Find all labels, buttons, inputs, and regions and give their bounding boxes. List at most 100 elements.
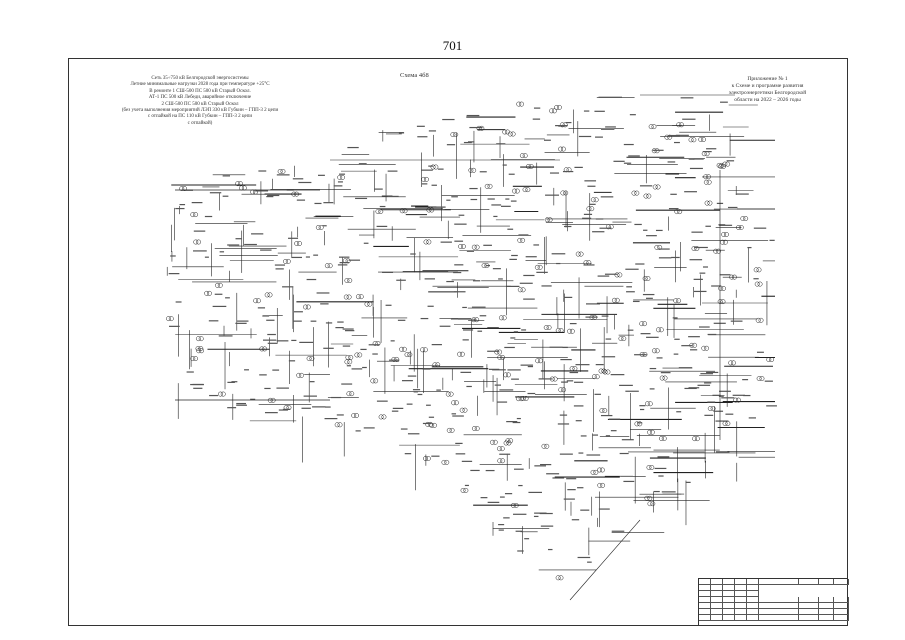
label-mark [236,404,247,406]
label-mark [693,290,707,293]
transformer-symbol [305,304,311,310]
label-mark [175,207,185,210]
label-mark [421,169,433,171]
label-mark [497,401,508,403]
label-mark [389,359,400,361]
transformer-symbol [378,414,384,420]
stamp-cell [834,603,849,609]
transformer-symbol [347,359,353,365]
label-mark [306,278,317,281]
label-mark [523,298,535,300]
stamp-cell [819,603,834,609]
stamp-cell [747,603,759,609]
label-mark [244,243,257,246]
label-mark [480,497,488,499]
label-mark [706,371,719,374]
transformer-symbol [656,327,661,333]
label-mark [599,227,612,229]
transformer-symbol [501,315,507,321]
label-mark [658,257,672,259]
note-line: АТ-1 ПС 500 кВ Лебеди, аварийное отключе… [148,95,252,101]
transformer-symbol [190,356,196,362]
label-mark [259,374,267,376]
label-mark [532,118,541,120]
stamp-cell [759,609,799,615]
label-mark [639,185,653,187]
label-mark [675,134,689,136]
label-mark [262,315,270,317]
label-mark [681,345,693,347]
stamp-cell [747,609,759,615]
transformer-symbol [198,336,204,342]
transformer-symbol [215,282,220,288]
label-mark [337,181,343,183]
stamp-cell [711,615,723,621]
appendix-line: Приложение № 1 [747,76,788,82]
transformer-symbol [429,207,435,213]
label-mark [702,266,709,268]
transformer-symbol [324,263,330,269]
label-mark [428,130,437,132]
stamp-cell [747,585,759,591]
label-mark [668,208,679,210]
label-mark [339,262,350,264]
label-mark [368,344,380,346]
stamp-cell [819,615,834,621]
label-mark [436,389,441,391]
transformer-symbol [497,458,503,464]
label-mark [517,550,524,552]
transformer-symbol [719,162,725,168]
label-mark [337,264,348,266]
label-mark [656,357,663,359]
transformer-symbol [586,260,592,266]
stamp-cell [711,585,723,591]
transformer-symbol [707,406,713,411]
stamp-cell [799,609,819,615]
transformer-symbol [688,137,694,143]
label-mark [608,418,621,420]
label-mark [597,275,610,277]
label-mark [604,273,618,275]
appendix-line: области на 2022 – 2026 годы [734,97,801,103]
label-mark [479,171,487,173]
transformer-symbol [754,281,760,287]
transformer-symbol [193,212,199,218]
label-mark [342,345,351,347]
transformer-symbol [315,225,321,230]
transformer-symbol [642,276,648,281]
label-mark [493,215,498,218]
label-mark [559,414,568,416]
label-mark [561,381,568,383]
label-mark [673,353,679,355]
label-mark [498,278,503,280]
transformer-symbol [597,467,603,473]
transformer-symbol [401,346,407,352]
transformer-symbol [661,436,667,441]
label-mark [428,165,434,167]
transformer-symbol [659,375,665,381]
label-mark [485,264,490,267]
label-mark [725,413,734,415]
label-mark [569,322,577,325]
note-line: с отпайкой на ПС 110 кВ Губкин – ГПП-3 2… [147,114,253,120]
transformer-symbol [605,224,611,230]
label-mark [574,166,583,168]
label-mark [422,422,432,425]
stamp-cell [799,597,819,603]
transformer-symbol [294,241,300,246]
label-mark [460,371,472,373]
label-mark [690,349,698,351]
label-mark [318,174,325,176]
stamp-cell [699,579,711,585]
label-mark [748,417,756,419]
transformer-symbol [370,378,376,384]
transformer-symbol [303,304,308,310]
label-mark [577,487,584,489]
transformer-symbol [759,376,765,381]
label-mark [721,397,735,399]
label-mark [479,315,487,317]
transformer-symbol [471,167,477,173]
label-mark [333,185,343,187]
transformer-symbol [364,301,370,307]
label-mark [693,278,703,280]
